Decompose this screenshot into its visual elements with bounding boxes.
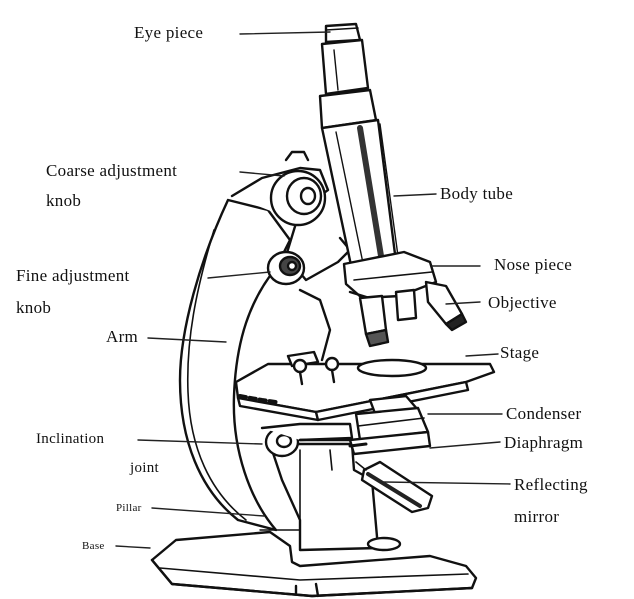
stage-part (236, 360, 494, 420)
label-inclination-line1: Inclination (36, 429, 104, 450)
label-objective: Objective (488, 292, 557, 313)
coarse-knob-part (271, 152, 325, 225)
label-nose-piece: Nose piece (494, 254, 572, 275)
label-pillar: Pillar (116, 502, 142, 515)
label-coarse-adjustment-line2: knob (46, 190, 81, 211)
pillar-part (260, 444, 378, 550)
fine-knob-part (268, 252, 304, 284)
label-inclination-line2: joint (130, 458, 159, 479)
label-stage: Stage (500, 342, 539, 363)
label-eye-piece: Eye piece (134, 22, 203, 43)
label-arm: Arm (106, 326, 138, 347)
label-fine-adjustment-line1: Fine adjustment (16, 265, 130, 286)
label-reflecting-mirror-line2: mirror (514, 506, 559, 527)
label-base: Base (82, 540, 105, 553)
label-reflecting-mirror-line1: Reflecting (514, 474, 588, 495)
label-condenser: Condenser (506, 403, 581, 424)
label-body-tube: Body tube (440, 183, 513, 204)
label-diaphragm: Diaphragm (504, 432, 583, 453)
label-fine-adjustment-line2: knob (16, 297, 51, 318)
eyepiece-part (322, 24, 368, 94)
label-coarse-adjustment-line1: Coarse adjustment (46, 160, 177, 181)
